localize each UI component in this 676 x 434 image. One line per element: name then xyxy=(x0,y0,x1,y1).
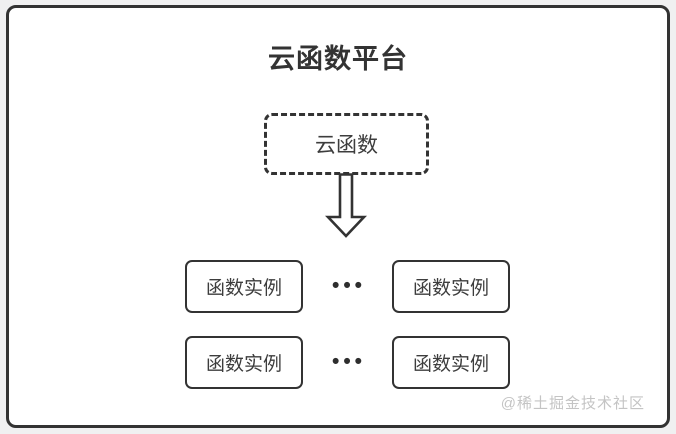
cloud-function-node: 云函数 xyxy=(264,113,429,175)
function-instance-label: 函数实例 xyxy=(412,278,489,299)
platform-frame: 云函数平台 云函数 函数实例 ••• 函数实例 函数实例 ••• 函数实例 @稀… xyxy=(6,5,670,428)
function-instance-node: 函数实例 xyxy=(392,336,510,389)
function-instance-node: 函数实例 xyxy=(185,336,303,389)
function-instance-label: 函数实例 xyxy=(412,354,489,375)
diagram-title: 云函数平台 xyxy=(268,44,408,74)
down-arrow-icon xyxy=(325,173,367,238)
function-instance-label: 函数实例 xyxy=(205,354,282,375)
function-instance-label: 函数实例 xyxy=(205,278,282,299)
function-instance-node: 函数实例 xyxy=(185,260,303,313)
cloud-function-label: 云函数 xyxy=(315,134,378,157)
ellipsis-row-1: ••• xyxy=(331,274,367,297)
function-instance-node: 函数实例 xyxy=(392,260,510,313)
watermark: @稀土掘金技术社区 xyxy=(500,395,645,412)
ellipsis-row-2: ••• xyxy=(331,350,367,373)
